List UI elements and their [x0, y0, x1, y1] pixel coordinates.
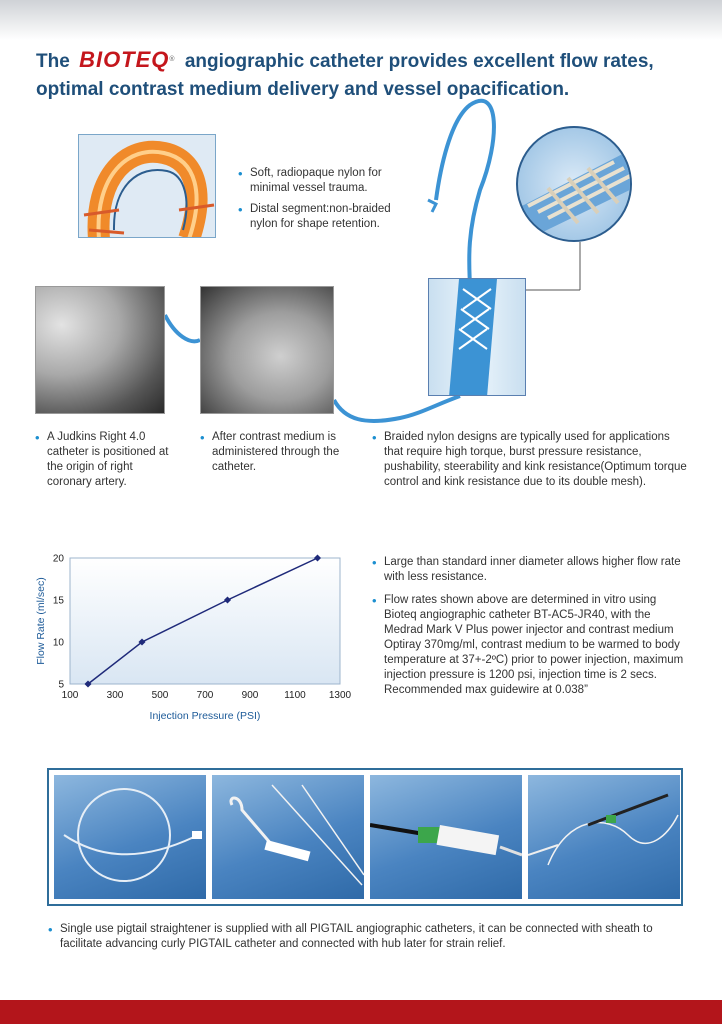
catheter-tube-lower [163, 314, 201, 344]
braid-bullet: Braided nylon designs are typically used… [372, 430, 692, 490]
headline-line1: angiographic catheter provides excellent… [184, 51, 654, 72]
data-point [84, 680, 92, 688]
x-tick-label: 100 [62, 690, 79, 701]
data-point [313, 554, 322, 562]
y-tick-label: 5 [58, 680, 64, 691]
y-tick-label: 20 [53, 554, 65, 565]
catheter-tube-mid [332, 394, 461, 423]
xray-bullet-2: After contrast medium is administered th… [200, 430, 350, 475]
x-axis-label: Injection Pressure (PSI) [150, 710, 261, 722]
flow-rate-chart: 100 300 500 700 900 1100 1300 5 10 15 20 Injectio… [35, 548, 356, 728]
data-point [223, 596, 232, 604]
xray-bullet-1: A Judkins Right 4.0 catheter is position… [35, 430, 170, 490]
top-gradient-band [0, 0, 722, 40]
headline: The BIOTEQ® angiographic catheter provid… [36, 46, 696, 104]
product-photo-straightener [212, 775, 364, 899]
braid-detail-magnifier [516, 126, 632, 242]
product-photo-strip [47, 768, 683, 906]
data-point [138, 638, 146, 646]
flow-bullet-1: Large than standard inner diameter allow… [372, 555, 692, 585]
flow-rate-series-line [87, 557, 318, 685]
x-tick-label: 900 [242, 690, 259, 701]
y-tick-label: 15 [53, 596, 65, 607]
catheter-tip [427, 198, 439, 213]
heart-anatomy-illustration [78, 134, 216, 238]
xray-image-contrast [200, 286, 334, 414]
x-tick-label: 700 [197, 690, 214, 701]
brand-logo: BIOTEQ® [79, 47, 176, 72]
footer-red-band [0, 1000, 722, 1024]
headline-line2: optimal contrast medium delivery and ves… [36, 79, 570, 100]
bottom-bullet: Single use pigtail straightener is suppl… [48, 922, 688, 952]
x-tick-label: 300 [107, 690, 124, 701]
xray-image-judkins [35, 286, 165, 414]
plot-area [69, 557, 341, 685]
product-photo-assembled [528, 775, 680, 899]
tip-bullet-1: Soft, radiopaque nylon for minimal vesse… [238, 166, 408, 196]
flow-bullet-2: Flow rates shown above are determined in… [372, 593, 692, 698]
product-photo-hub-connection [370, 775, 522, 899]
headline-pre: The [36, 51, 70, 72]
tip-bullet-2: Distal segment:non-braided nylon for sha… [238, 202, 408, 232]
x-tick-label: 500 [152, 690, 169, 701]
catheter-tube [434, 98, 496, 291]
product-photo-coiled-catheter [54, 775, 206, 899]
braided-shaft-closeup [428, 278, 526, 396]
flow-rate-chart-svg: 100 300 500 700 900 1100 1300 5 10 15 20 Injectio… [35, 554, 352, 723]
y-axis-label: Flow Rate (ml/sec) [36, 577, 47, 665]
y-tick-label: 10 [53, 638, 65, 649]
x-tick-label: 1300 [329, 690, 352, 701]
x-tick-label: 1100 [284, 690, 306, 701]
